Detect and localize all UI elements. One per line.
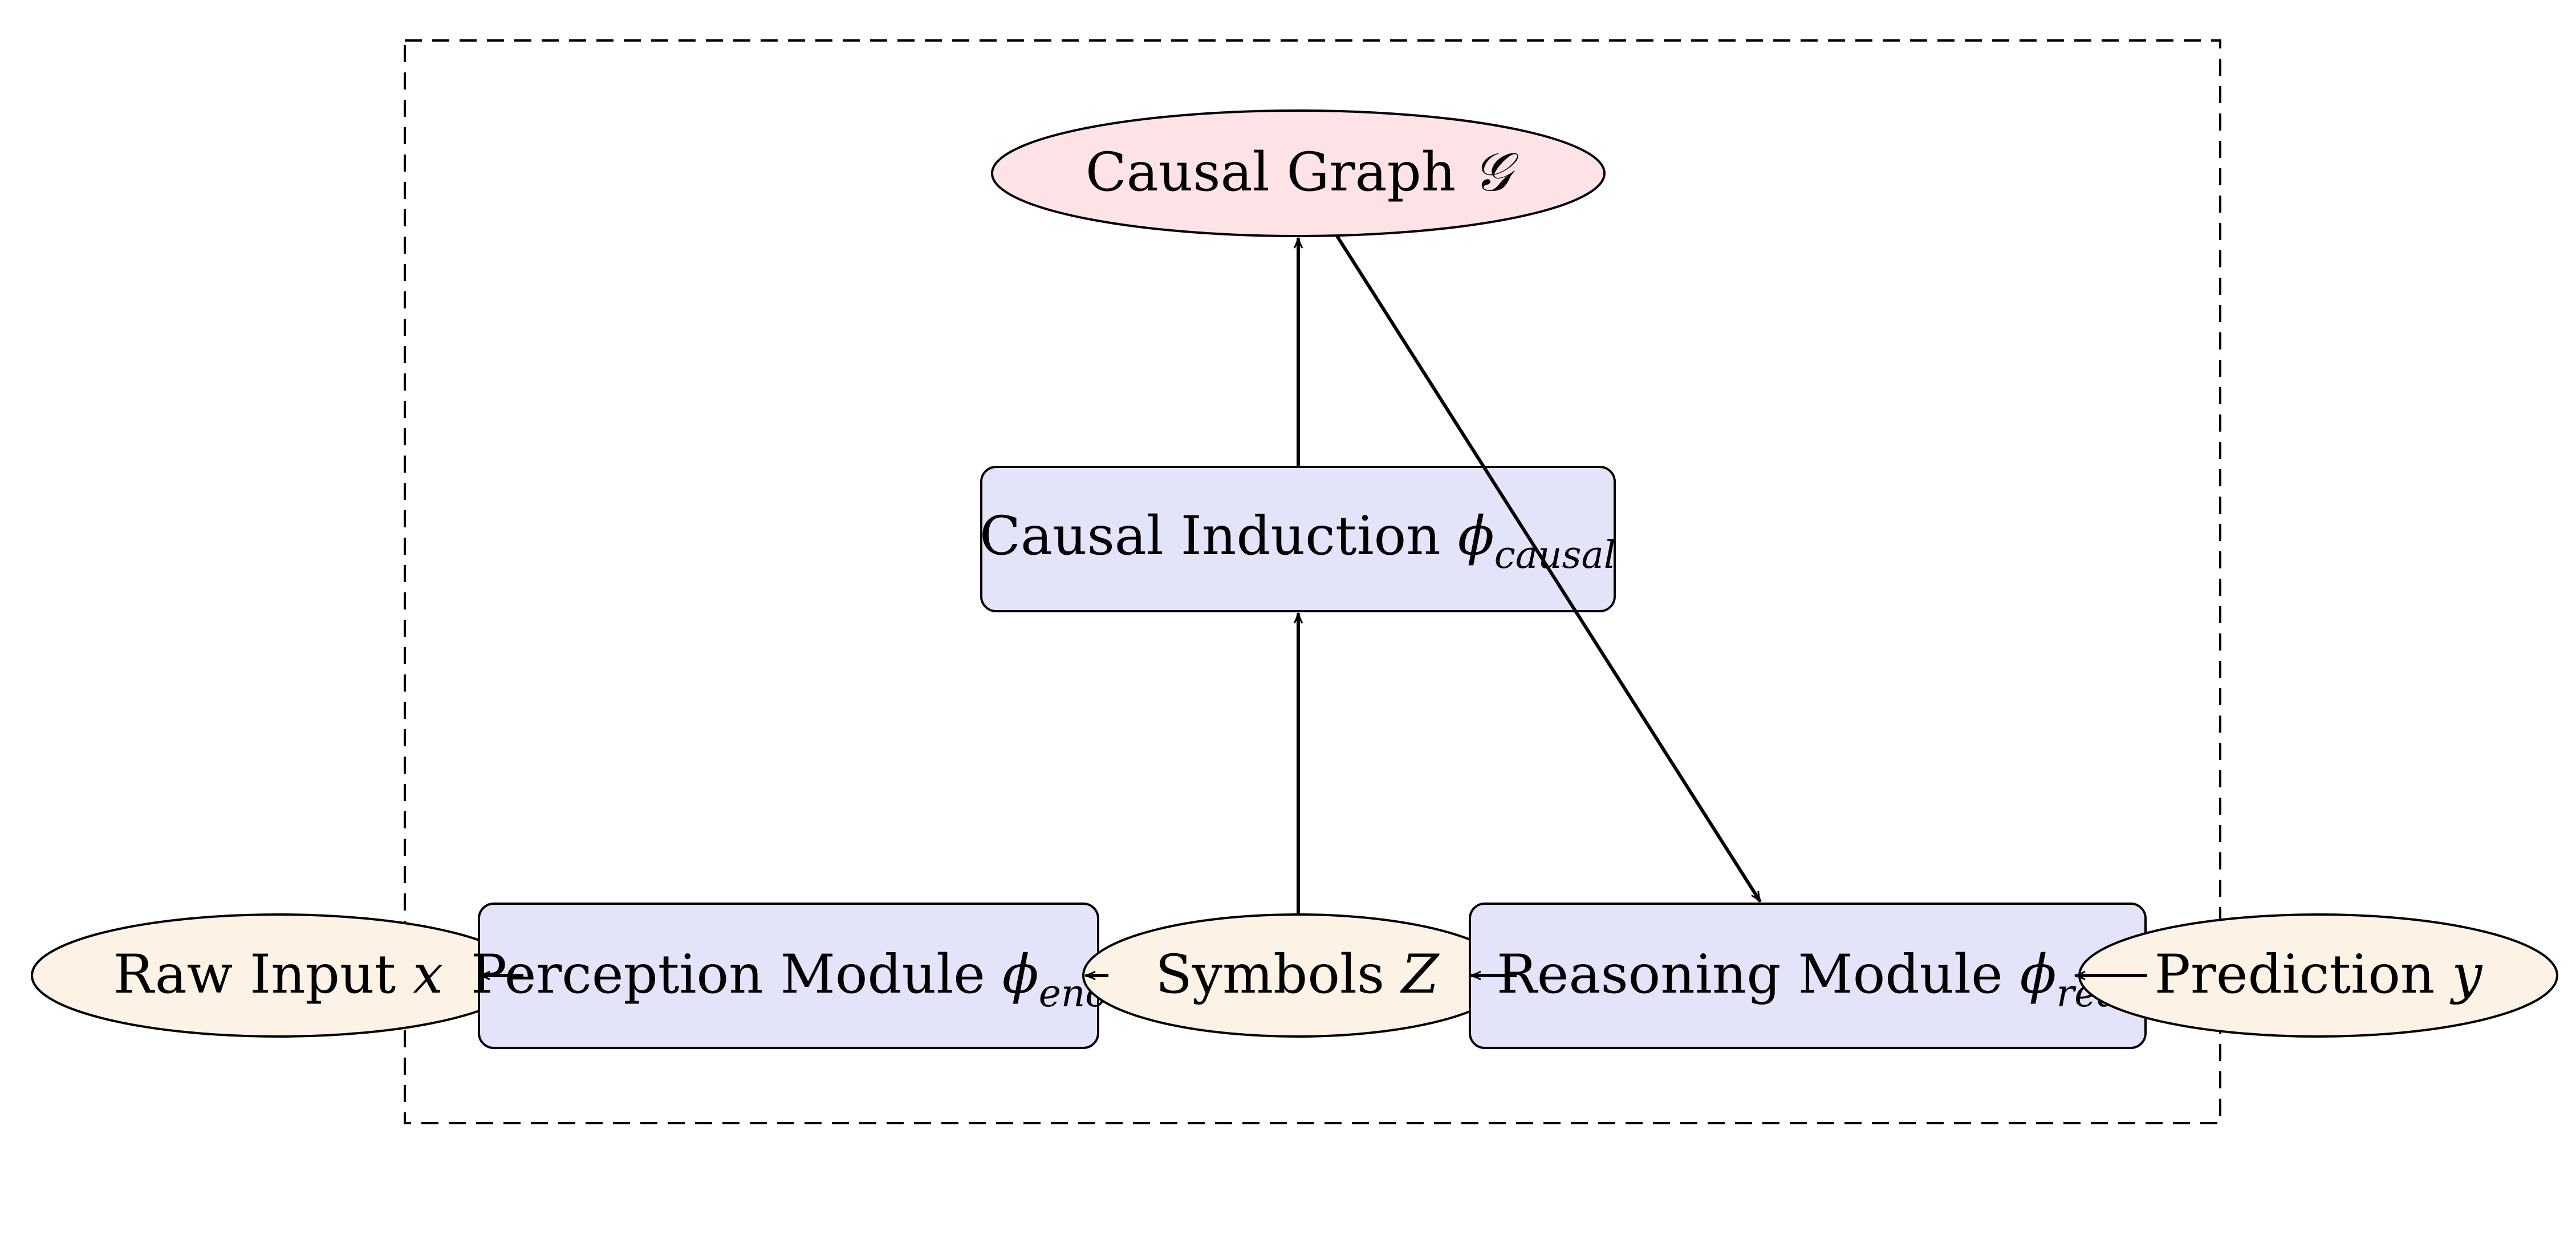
raw-input-node: Raw Input x bbox=[31, 913, 526, 1038]
reasoning-module-node: Reasoning Module ϕreason bbox=[1469, 903, 2185, 1049]
causal-induction-label: Causal Induction ϕcausal bbox=[980, 505, 1616, 577]
causal-graph-label: Causal Graph 𝒢 bbox=[1086, 141, 1519, 204]
edges bbox=[479, 235, 2147, 981]
causal-graph-node: Causal Graph 𝒢 bbox=[991, 109, 1606, 237]
perception-module-label: Perception Module ϕenc bbox=[471, 944, 1107, 1015]
symbols-label: Symbols Z bbox=[1156, 944, 1440, 1006]
prediction-node: Prediction y bbox=[2078, 913, 2558, 1038]
causal-induction-node: Causal Induction ϕcausal bbox=[980, 466, 1616, 612]
prediction-label: Prediction y bbox=[2155, 944, 2484, 1006]
reasoning-module-label: Reasoning Module ϕreason bbox=[1497, 944, 2185, 1015]
perception-module-node: Perception Module ϕenc bbox=[471, 903, 1107, 1049]
raw-input-label: Raw Input x bbox=[113, 944, 443, 1006]
causal-graph-shape bbox=[991, 109, 1606, 237]
symbols-node: Symbols Z bbox=[1082, 913, 1512, 1038]
edge-graph-to-reasoning bbox=[1335, 235, 1762, 903]
system-boundary bbox=[404, 39, 2221, 1124]
